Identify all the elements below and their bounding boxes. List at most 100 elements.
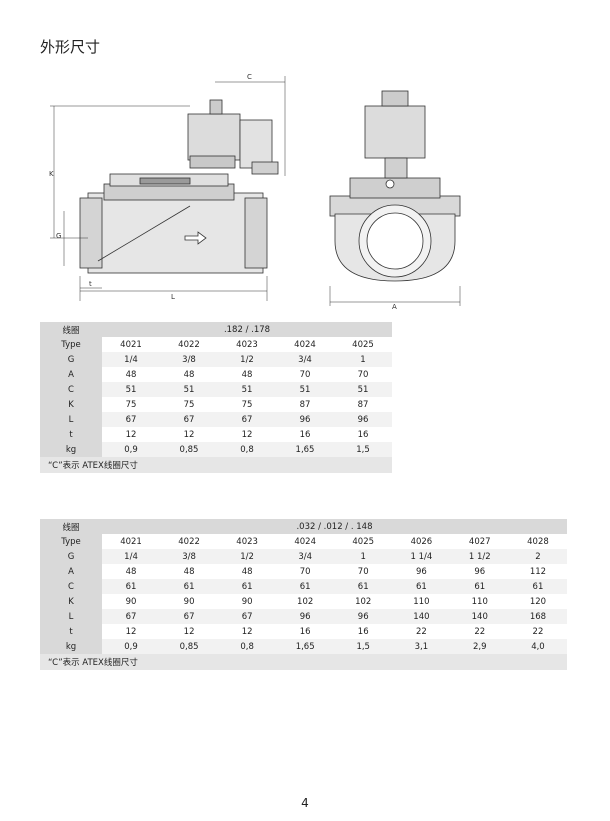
table-cell: 102 [334, 594, 393, 609]
table-cell: 67 [102, 609, 161, 624]
row-label: kg [40, 442, 102, 457]
table-cell: 96 [392, 564, 451, 579]
table-cell: 140 [450, 609, 509, 624]
table-cell: 1/4 [102, 549, 161, 564]
table-cell: 70 [334, 367, 392, 382]
table-cell: 168 [508, 609, 567, 624]
table-cell: 4021 [102, 337, 160, 352]
table-cell: 12 [218, 624, 277, 639]
table-cell: 3/4 [276, 549, 335, 564]
table-cell: 48 [218, 564, 277, 579]
coil-value: .182 / .178 [102, 322, 392, 337]
row-label: L [40, 412, 102, 427]
dim-label-c: C [247, 73, 252, 81]
table-cell: 120 [508, 594, 567, 609]
table-cell: 0,9 [102, 442, 160, 457]
coil-label: 线圈 [40, 322, 102, 337]
table-cell: 110 [392, 594, 451, 609]
row-label: A [40, 564, 102, 579]
table-cell: 67 [160, 412, 218, 427]
table-cell: 70 [334, 564, 393, 579]
table-cell: 22 [450, 624, 509, 639]
table-cell: 4022 [160, 534, 219, 549]
atex-note: “C”表示 ATEX线圈尺寸 [40, 654, 567, 670]
table-cell: 16 [276, 427, 334, 442]
table-cell: 75 [160, 397, 218, 412]
row-label: C [40, 579, 102, 594]
table-cell: 1,65 [276, 442, 334, 457]
table-cell: 90 [218, 594, 277, 609]
coil-header-row: 线圈.182 / .178 [40, 322, 392, 337]
atex-note: “C”表示 ATEX线圈尺寸 [40, 457, 392, 473]
table-cell: 2,9 [450, 639, 509, 654]
valve-dimension-drawing: K G C t L A [49, 73, 461, 311]
table-cell: 51 [160, 382, 218, 397]
table-cell: 3,1 [392, 639, 451, 654]
table-cell: 4025 [334, 534, 393, 549]
table-cell: 61 [450, 579, 509, 594]
coil-label: 线圈 [40, 519, 102, 534]
table-cell: 96 [450, 564, 509, 579]
table-cell: 1 [334, 352, 392, 367]
table-cell: 61 [276, 579, 335, 594]
table-cell: 96 [334, 609, 393, 624]
table-cell: 4021 [102, 534, 161, 549]
table-cell: 67 [160, 609, 219, 624]
dim-label-g: G [56, 232, 61, 240]
table-cell: 140 [392, 609, 451, 624]
dim-label-l: L [171, 293, 175, 301]
table-cell: 4026 [392, 534, 451, 549]
coil-side [187, 113, 241, 161]
table-cell: 12 [102, 427, 160, 442]
row-label: K [40, 397, 102, 412]
table-cell: 12 [160, 427, 218, 442]
table-cell: 48 [102, 564, 161, 579]
table-cell: 1,5 [334, 442, 392, 457]
row-label: G [40, 352, 102, 367]
table-cell: 4025 [334, 337, 392, 352]
table-cell: 61 [334, 579, 393, 594]
table-cell: 22 [508, 624, 567, 639]
table-cell: 12 [218, 427, 276, 442]
table-cell: 75 [102, 397, 160, 412]
table-cell: 48 [160, 564, 219, 579]
table-cell: 90 [102, 594, 161, 609]
table-cell: 1/2 [218, 352, 276, 367]
table-cell: 1 1/2 [450, 549, 509, 564]
coil-value: .032 / .012 / . 148 [102, 519, 567, 534]
table-cell: 96 [276, 609, 335, 624]
table-cell: 61 [508, 579, 567, 594]
row-label: L [40, 609, 102, 624]
table-cell: 96 [334, 412, 392, 427]
table-cell: 4024 [276, 337, 334, 352]
table-cell: 3/8 [160, 549, 219, 564]
table-cell: 70 [276, 564, 335, 579]
table-cell: 0,85 [160, 442, 218, 457]
table-cell: 67 [102, 412, 160, 427]
table-cell: 87 [276, 397, 334, 412]
table-cell: 1 [334, 549, 393, 564]
table-cell: 4,0 [508, 639, 567, 654]
table-cell: 90 [160, 594, 219, 609]
table-cell: 87 [334, 397, 392, 412]
table-cell: 3/8 [160, 352, 218, 367]
table-cell: 0,9 [102, 639, 161, 654]
valve-body-side [87, 192, 264, 274]
row-label: K [40, 594, 102, 609]
table-cell: 4023 [218, 337, 276, 352]
table-cell: 1,5 [334, 639, 393, 654]
